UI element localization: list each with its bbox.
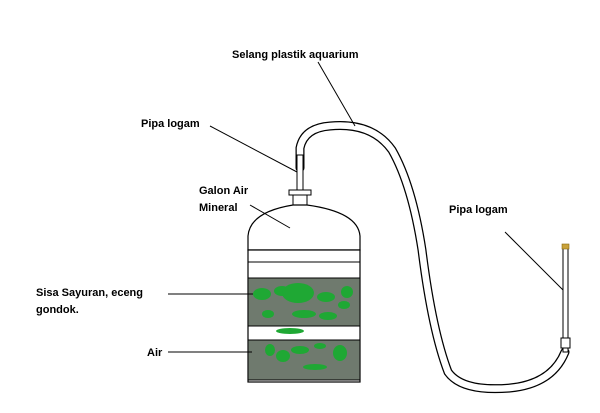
metal-pipe-top xyxy=(296,154,304,192)
label-aquarium-hose: Selang plastik aquarium xyxy=(232,49,359,61)
label-waste-line2: gondok. xyxy=(36,304,79,316)
leader-metal-pipe-right xyxy=(504,231,564,291)
leader-lines xyxy=(168,61,564,353)
leader-metal-pipe-top xyxy=(209,125,298,173)
labels: Selang plastik aquarium Pipa logam Galon… xyxy=(36,49,508,359)
vegetable-waste xyxy=(253,283,353,370)
label-gallon-line1: Galon Air xyxy=(199,185,249,197)
label-water: Air xyxy=(147,347,163,359)
aquarium-hose xyxy=(295,121,570,394)
label-metal-pipe-right: Pipa logam xyxy=(449,204,508,216)
leader-gallon xyxy=(249,204,291,229)
label-gallon-line2: Mineral xyxy=(199,202,238,214)
leader-aquarium-hose xyxy=(317,61,356,127)
metal-pipe-right xyxy=(560,243,571,353)
label-waste-line1: Sisa Sayuran, eceng xyxy=(36,287,143,299)
label-metal-pipe-top: Pipa logam xyxy=(141,118,200,130)
